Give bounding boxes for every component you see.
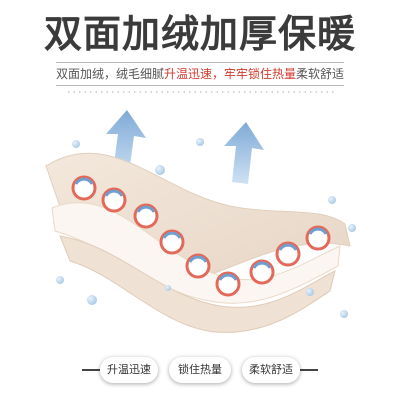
bracket-line-left bbox=[82, 369, 100, 371]
heat-circle-icon bbox=[101, 187, 127, 213]
heat-circle-icon bbox=[71, 175, 97, 201]
bubble-icon bbox=[348, 224, 356, 232]
dotted-divider bbox=[68, 91, 334, 93]
heat-circle-icon bbox=[185, 253, 211, 279]
bubble-icon bbox=[328, 196, 336, 204]
heat-circle-icon bbox=[275, 241, 301, 267]
subtitle-part-1: 双面加绒，绒毛细腻 bbox=[56, 67, 165, 81]
feature-chip-soft-comfort: 柔软舒适 bbox=[242, 357, 300, 383]
bubble-icon bbox=[196, 138, 204, 146]
bracket-line-right bbox=[300, 369, 318, 371]
heat-circle-icon bbox=[305, 225, 331, 251]
feature-chip-lock-heat: 锁住热量 bbox=[169, 357, 231, 383]
heat-circle-icon bbox=[249, 259, 275, 285]
subtitle-part-3: 柔软舒适 bbox=[296, 67, 345, 81]
bubble-icon bbox=[165, 285, 171, 291]
subtitle-part-2: 升温迅速，牢牢锁住热量 bbox=[164, 67, 297, 81]
bubble-icon bbox=[56, 276, 64, 284]
heat-circle-icon bbox=[215, 271, 241, 297]
bubble-icon bbox=[87, 295, 97, 305]
feature-chip-warm-up: 升温迅速 bbox=[100, 357, 158, 383]
subtitle-text: 双面加绒，绒毛细腻升温迅速，牢牢锁住热量柔软舒适 bbox=[56, 63, 344, 85]
up-arrow-icon bbox=[224, 122, 264, 184]
fabric-layer-bottom bbox=[59, 235, 336, 333]
heat-circle-icon bbox=[159, 229, 185, 255]
main-title: 双面加绒加厚保暖 bbox=[43, 12, 356, 56]
bubble-icon bbox=[155, 165, 165, 175]
heat-circle-icon bbox=[133, 203, 159, 229]
subtitle-bar: 双面加绒，绒毛细腻升温迅速，牢牢锁住热量柔软舒适 bbox=[56, 62, 344, 86]
bubble-icon bbox=[340, 310, 348, 318]
fabric-illustration bbox=[45, 110, 356, 333]
bubble-icon bbox=[72, 140, 80, 148]
bubble-icon bbox=[306, 288, 314, 296]
